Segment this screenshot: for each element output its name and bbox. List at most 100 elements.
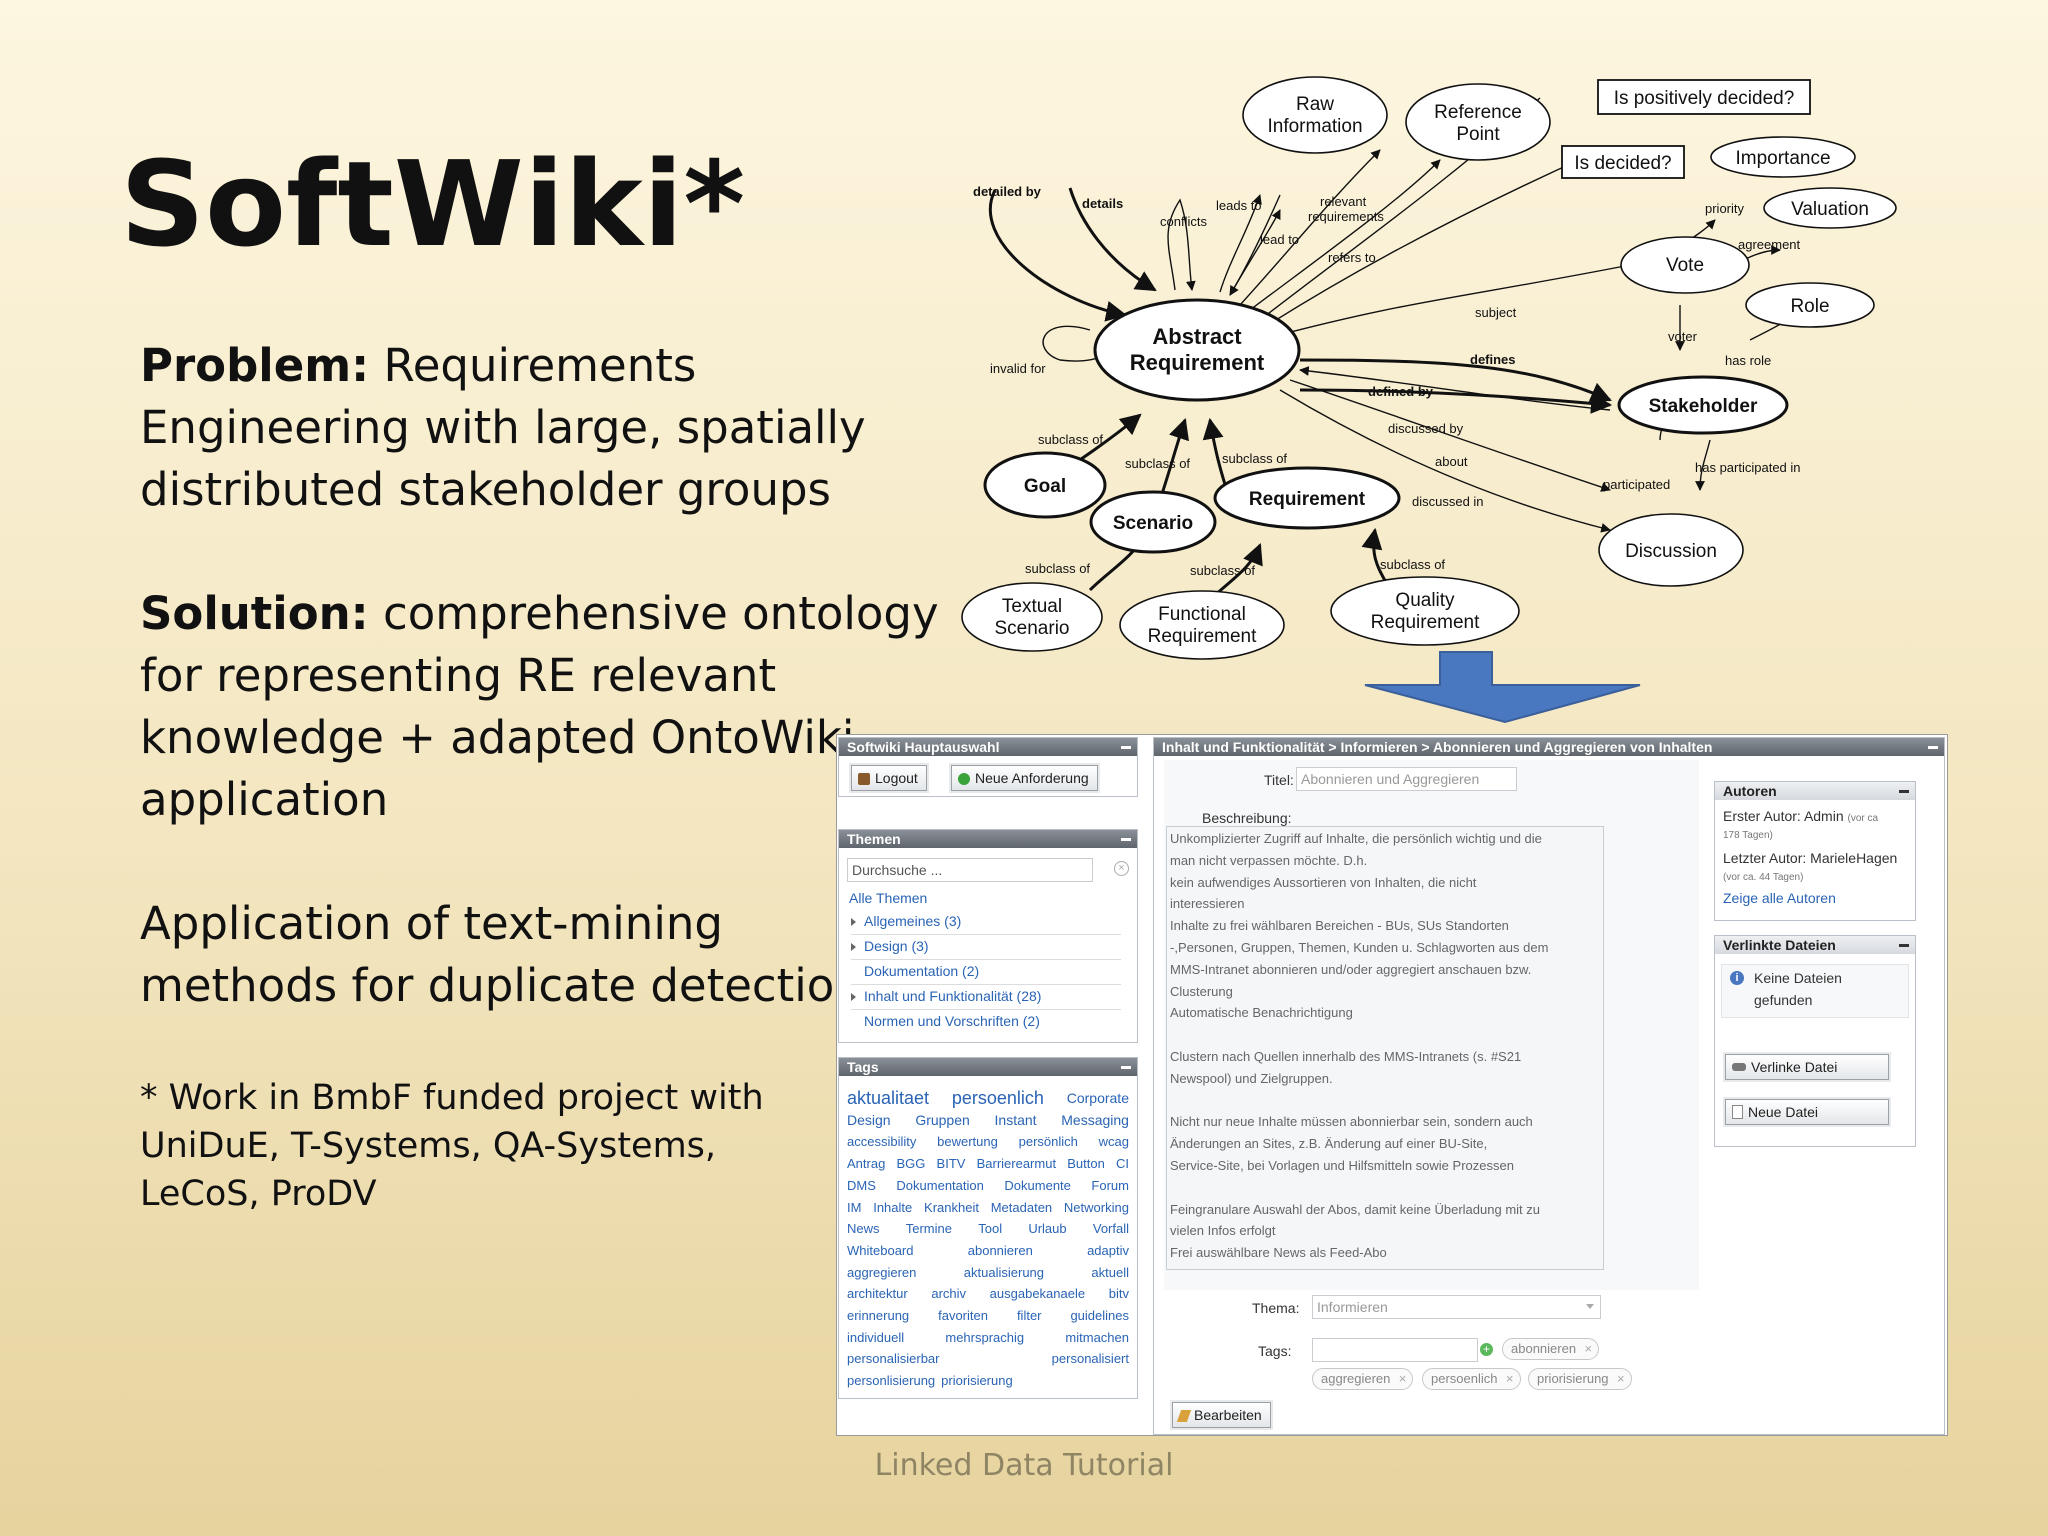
tag-link[interactable]: Dokumentation [896, 1177, 984, 1193]
theme-label: Inhalt und Funktionalität (28) [864, 988, 1042, 1004]
tag-link[interactable]: abonnieren [967, 1242, 1033, 1258]
link-file-button[interactable]: Verlinke Datei [1725, 1054, 1889, 1080]
tag-link[interactable]: erinnerung [847, 1308, 910, 1324]
edit-button[interactable]: Bearbeiten [1172, 1402, 1271, 1428]
tag-link[interactable]: wcag [1098, 1134, 1129, 1150]
tag-link[interactable]: BITV [936, 1156, 966, 1172]
tag-chip[interactable]: abonnieren [1502, 1338, 1600, 1360]
tag-link[interactable]: Metadaten [990, 1199, 1053, 1215]
tag-row: aggregieren aktualisierung aktuell [847, 1262, 1129, 1284]
clear-search-icon[interactable]: × [1114, 861, 1129, 876]
themes-title: Themen [847, 831, 901, 847]
tag-link[interactable]: adaptiv [1087, 1242, 1129, 1258]
tag-link[interactable]: Gruppen [915, 1111, 970, 1128]
tag-link[interactable]: priorisierung [941, 1373, 1013, 1389]
tag-link[interactable]: Antrag [847, 1156, 886, 1172]
expand-icon[interactable] [851, 943, 856, 951]
minimize-icon[interactable] [1121, 1066, 1131, 1069]
minimize-icon[interactable] [1928, 746, 1938, 749]
new-requirement-label: Neue Anforderung [975, 770, 1089, 786]
tag-link[interactable]: Design [847, 1111, 891, 1128]
problem-label: Problem: [140, 339, 370, 392]
tag-link[interactable]: architektur [847, 1286, 908, 1302]
theme-item[interactable]: Dokumentation (2) [851, 960, 1121, 985]
tag-link[interactable]: Forum [1091, 1177, 1129, 1193]
new-file-button[interactable]: Neue Datei [1725, 1099, 1889, 1125]
tag-link[interactable]: guidelines [1070, 1308, 1129, 1324]
tag-link[interactable]: Barrierearmut [976, 1156, 1057, 1172]
expand-icon[interactable] [851, 918, 856, 926]
expand-icon[interactable] [851, 993, 856, 1001]
tag-link[interactable]: personalisierbar [847, 1351, 940, 1367]
tag-link[interactable]: mitmachen [1065, 1329, 1129, 1345]
tag-link[interactable]: accessibility [847, 1134, 917, 1150]
title-input[interactable]: Abonnieren und Aggregieren [1296, 767, 1517, 791]
tag-link[interactable]: personalisiert [1051, 1351, 1129, 1367]
edge-label-defines: defines [1470, 352, 1516, 367]
minimize-icon[interactable] [1121, 838, 1131, 841]
description-label: Beschreibung: [1202, 810, 1292, 826]
minimize-icon[interactable] [1121, 746, 1131, 749]
node-vote: Vote [1666, 255, 1704, 276]
chevron-down-icon[interactable] [1586, 1304, 1594, 1309]
tag-link[interactable]: personlisierung [847, 1373, 936, 1389]
tag-link[interactable]: filter [1016, 1308, 1042, 1324]
tag-link[interactable]: individuell [847, 1329, 905, 1345]
node-discussion: Discussion [1625, 541, 1717, 562]
tag-link[interactable]: News [847, 1221, 880, 1237]
all-themes-link[interactable]: Alle Themen [849, 890, 928, 906]
tag-link[interactable]: Messaging [1061, 1111, 1129, 1128]
themes-search-input[interactable]: Durchsuche ... [847, 858, 1093, 882]
new-requirement-button[interactable]: Neue Anforderung [951, 765, 1098, 791]
tag-link[interactable]: mehrsprachig [945, 1329, 1025, 1345]
add-tag-icon[interactable]: + [1480, 1343, 1493, 1356]
theme-select[interactable]: Informieren [1312, 1295, 1601, 1319]
tag-link[interactable]: aktuell [1091, 1264, 1129, 1280]
tag-link[interactable]: Button [1067, 1156, 1105, 1172]
tag-link[interactable]: persönlich [1018, 1134, 1078, 1150]
tag-link[interactable]: Dokumente [1004, 1177, 1071, 1193]
tag-link[interactable]: Vorfall [1092, 1221, 1129, 1237]
tag-link[interactable]: bitv [1108, 1286, 1129, 1302]
tag-link[interactable]: Termine [905, 1221, 952, 1237]
tag-link[interactable]: ausgabekanaele [989, 1286, 1086, 1302]
show-all-authors-link[interactable]: Zeige alle Autoren [1723, 890, 1836, 906]
node-textual-scenario-1: Textual [1002, 596, 1062, 617]
tag-link[interactable]: Krankheit [924, 1199, 979, 1215]
tag-link[interactable]: Urlaub [1028, 1221, 1067, 1237]
ontology-diagram: Abstract Requirement Raw Information Ref… [961, 76, 1897, 724]
tag-link[interactable]: aktualitaet [847, 1088, 930, 1108]
tag-link[interactable]: bewertung [937, 1134, 998, 1150]
tag-chip[interactable]: priorisierung [1528, 1368, 1632, 1390]
tag-link[interactable]: aktualisierung [963, 1264, 1045, 1280]
theme-item[interactable]: Design (3) [851, 935, 1121, 960]
tag-chip[interactable]: aggregieren [1312, 1368, 1414, 1390]
tag-link[interactable]: Instant [994, 1111, 1037, 1128]
tag-link[interactable]: Tool [978, 1221, 1003, 1237]
first-author-row: Erster Autor: Admin (vor ca [1723, 808, 1878, 824]
tags-input[interactable] [1312, 1338, 1478, 1362]
theme-item[interactable]: Allgemeines (3) [851, 910, 1121, 935]
tag-chip[interactable]: persoenlich [1422, 1368, 1521, 1390]
tag-link[interactable]: Inhalte [873, 1199, 913, 1215]
tag-link[interactable]: favoriten [938, 1308, 988, 1324]
minimize-icon[interactable] [1899, 790, 1909, 793]
tag-row: personlisierung priorisierung [847, 1370, 1129, 1392]
tag-link[interactable]: BGG [896, 1156, 926, 1172]
tag-link[interactable]: aggregieren [847, 1264, 917, 1280]
logout-button[interactable]: Logout [851, 765, 927, 791]
tag-link[interactable]: archiv [931, 1286, 967, 1302]
tag-link[interactable]: CI [1115, 1156, 1129, 1172]
description-textarea[interactable]: Unkomplizierter Zugriff auf Inhalte, die… [1166, 826, 1604, 1270]
tag-link[interactable]: IM [847, 1199, 862, 1215]
tag-link[interactable]: Networking [1063, 1199, 1129, 1215]
tag-link[interactable]: Whiteboard [847, 1242, 914, 1258]
tag-link[interactable]: persoenlich [951, 1088, 1044, 1108]
minimize-icon[interactable] [1899, 944, 1909, 947]
theme-item[interactable]: Inhalt und Funktionalität (28) [851, 985, 1121, 1010]
node-importance: Importance [1735, 148, 1830, 169]
tag-link[interactable]: Corporate [1066, 1090, 1129, 1106]
theme-item[interactable]: Normen und Vorschriften (2) [851, 1010, 1121, 1034]
tag-link[interactable]: DMS [847, 1177, 876, 1193]
requirement-form: Titel: Abonnieren und Aggregieren Beschr… [1164, 760, 1699, 1290]
